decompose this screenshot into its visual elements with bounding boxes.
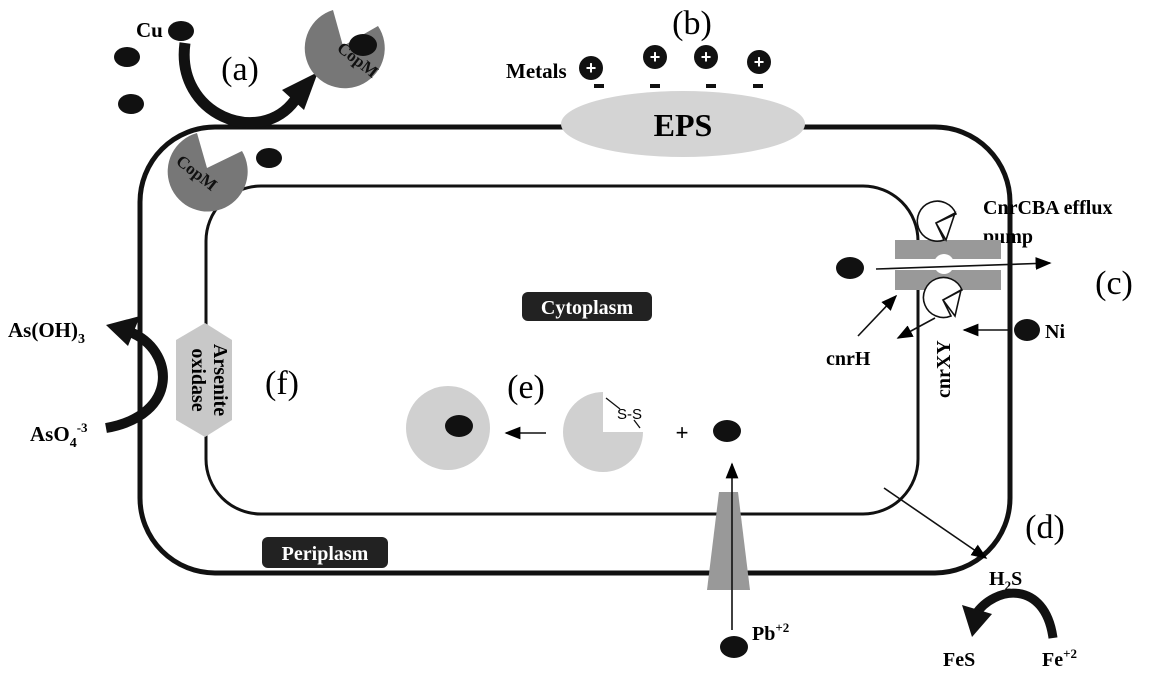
periplasm-label: Periplasm (282, 543, 369, 565)
h2s-export-arrow (883, 487, 988, 559)
outer-membrane (137, 124, 1013, 576)
cu-label: Cu (136, 18, 163, 42)
pb-ion (720, 636, 748, 658)
arsenite-oxidase-hexagon (176, 323, 232, 437)
inner-membrane (204, 184, 920, 516)
cu-transport-arrow (178, 42, 300, 129)
cnrXY-label: cnrXY (933, 340, 955, 398)
disulfide-bond (605, 397, 641, 429)
plus-sign-icon: + (586, 58, 597, 78)
efflux-arrow (875, 257, 1052, 270)
aso4-label: AsO4-3 (30, 420, 88, 451)
pump-pore (934, 254, 954, 274)
metal-ions: + + + + (579, 45, 771, 88)
regulator-bottom (922, 276, 964, 319)
pb-transporter (707, 492, 750, 590)
minus-charge-icon (753, 84, 763, 88)
cytoplasm-label: Cytoplasm (541, 297, 634, 319)
cnrH-label: cnrH (826, 348, 871, 370)
label-a: (a) (221, 51, 259, 88)
plus-sign-icon: + (650, 47, 661, 67)
ni-ion (1014, 319, 1040, 341)
arsenite-label-line2: oxidase (187, 348, 209, 411)
cu-ion (114, 47, 140, 67)
copm-protein-bottom (167, 133, 248, 212)
cnrXY-to-regulator-arrow (896, 317, 936, 339)
asoh3-label: As(OH)3 (8, 318, 85, 347)
eps-label: EPS (654, 107, 713, 143)
minus-charge-icon (706, 84, 716, 88)
fes-label: FeS (943, 649, 975, 671)
label-d: (d) (1025, 509, 1065, 546)
pb-label: Pb+2 (752, 620, 789, 645)
ni-ion-inside (836, 257, 864, 279)
cu-arrowhead-icon (282, 72, 318, 110)
label-e: (e) (507, 369, 545, 406)
h2s-label: H2S (989, 568, 1022, 593)
cu-ion (118, 94, 144, 114)
arsenic-oxidation-arrow (105, 327, 168, 433)
fe-label: Fe+2 (1042, 646, 1077, 671)
copm-protein-top (304, 10, 385, 89)
minus-charge-icon (650, 84, 660, 88)
pb-ion-free (713, 420, 741, 442)
metal-ion (694, 45, 718, 69)
arsenic-arrowhead-icon (106, 316, 140, 346)
metal-ion (579, 56, 603, 80)
thiol-protein (563, 392, 643, 472)
pb-ion-bound (445, 415, 473, 437)
fes-formation-arrow (971, 588, 1058, 639)
regulator-top (916, 200, 958, 242)
label-f: (f) (265, 365, 299, 402)
plus-sign-icon: + (754, 52, 765, 72)
label-c: (c) (1095, 265, 1133, 302)
cu-ion (256, 148, 282, 168)
plus-sign-icon: + (701, 47, 712, 67)
metals-label: Metals (506, 59, 567, 83)
periplasm-tag (262, 537, 388, 568)
cytoplasm-tag (522, 292, 652, 321)
plus-sign: + (676, 420, 689, 445)
fes-arrowhead-icon (962, 605, 992, 637)
pump-label-line1: CnrCBA efflux (983, 197, 1112, 219)
minus-charge-icon (594, 84, 604, 88)
cu-ion (168, 21, 194, 41)
ni-label: Ni (1045, 321, 1065, 343)
ss-label: S-S (617, 406, 642, 423)
cu-ion-bound (349, 34, 377, 56)
eps-ellipse (561, 91, 805, 157)
arsenite-label-line1: Arsenite (209, 344, 231, 416)
metal-ion (643, 45, 667, 69)
label-b: (b) (672, 5, 712, 42)
metal-ion (747, 50, 771, 74)
cnrH-arrow (857, 294, 898, 337)
